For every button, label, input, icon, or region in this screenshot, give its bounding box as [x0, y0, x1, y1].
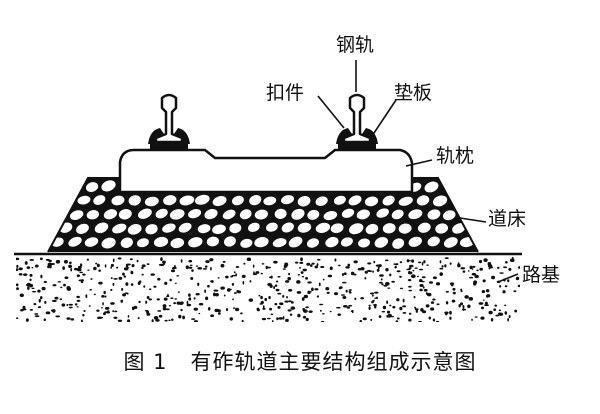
left-pad — [150, 142, 188, 150]
subgrade — [14, 252, 522, 322]
ballast-label: 道床 — [488, 208, 527, 230]
figure-caption: 图 1 有砟轨道主要结构组成示意图 — [123, 350, 477, 374]
subgrade-leader — [497, 273, 519, 283]
pad-leader — [371, 99, 397, 137]
left-rail — [154, 93, 184, 144]
sleeper — [118, 148, 414, 194]
sleeper-label: 轨枕 — [436, 145, 475, 167]
leader-lines — [317, 60, 519, 283]
right-pad — [338, 142, 376, 150]
left-fastener — [148, 128, 190, 144]
ballast-leader — [459, 217, 487, 223]
right-fastener — [336, 128, 378, 144]
left-rail-assembly — [148, 93, 190, 150]
sleeper-leader — [405, 159, 433, 167]
right-rail — [342, 93, 372, 144]
right-rail-assembly — [336, 93, 378, 150]
fastener-leader — [317, 95, 345, 129]
pad-label: 垫板 — [394, 82, 433, 104]
rail-label: 钢轨 — [336, 34, 375, 56]
fastener-label: 扣件 — [266, 82, 305, 104]
subgrade-label: 路基 — [522, 264, 561, 286]
